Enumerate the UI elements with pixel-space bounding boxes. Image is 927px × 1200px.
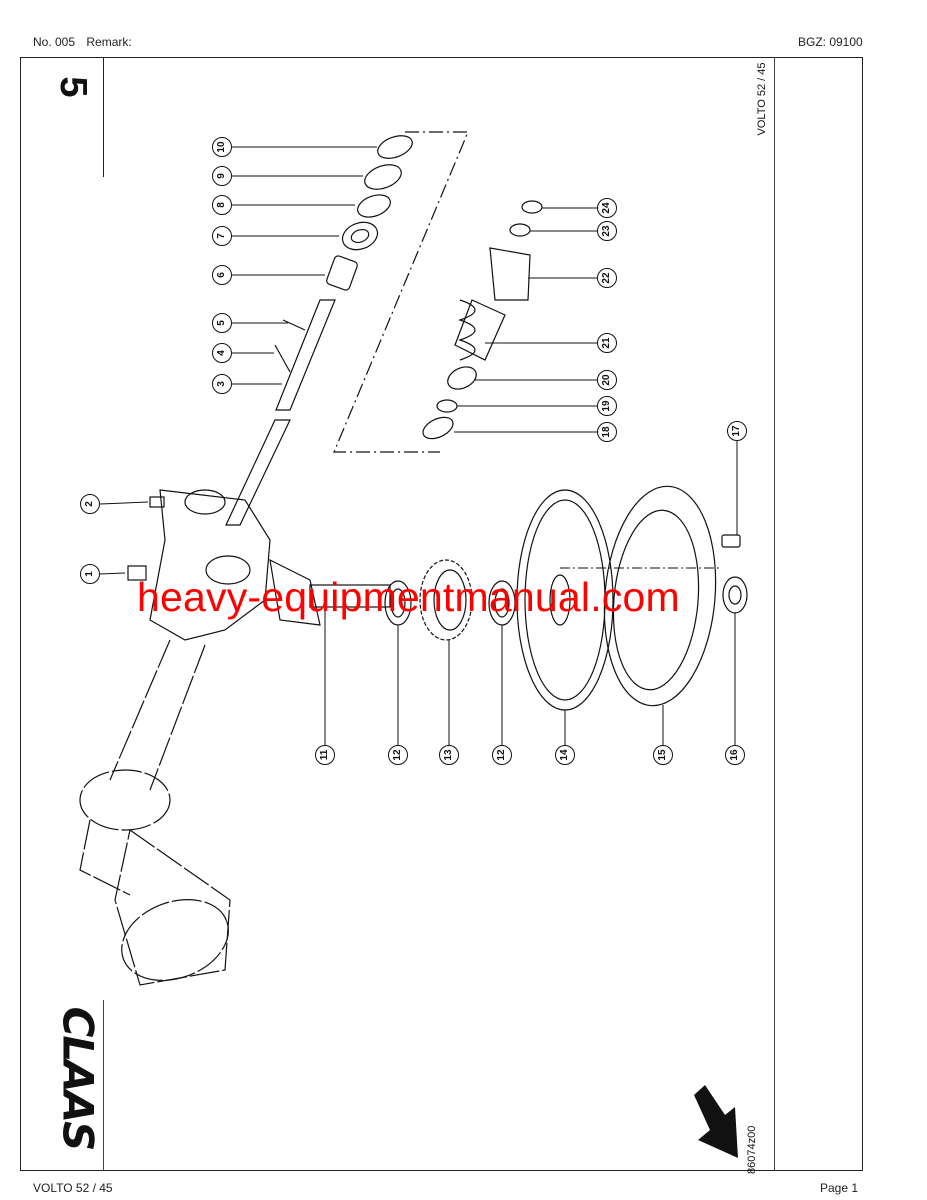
- callout-17: 17: [727, 421, 747, 441]
- gearbox-housing: [149, 489, 321, 641]
- callout-12: 12: [492, 745, 512, 765]
- callout-22: 22: [597, 268, 617, 288]
- callout-2: 2: [80, 494, 100, 514]
- remark-label: Remark:: [86, 35, 132, 49]
- callout-16: 16: [725, 745, 745, 765]
- sheet-number: No. 005: [33, 35, 76, 49]
- output-shaft: [309, 584, 391, 608]
- callout-1: 1: [80, 564, 100, 584]
- callout-15: 15: [653, 745, 673, 765]
- callout-23: 23: [597, 221, 617, 241]
- main-tube: [79, 639, 231, 986]
- callout-12: 12: [388, 745, 408, 765]
- callout-20: 20: [597, 370, 617, 390]
- callout-24: 24: [597, 198, 617, 218]
- callout-8: 8: [212, 195, 232, 215]
- upper-shaft-parts: [225, 135, 413, 526]
- rotor-15: [603, 485, 717, 707]
- drawing-frame: [20, 57, 863, 1171]
- callout-14: 14: [555, 745, 575, 765]
- footer-model: VOLTO 52 / 45: [33, 1181, 113, 1195]
- bevel-gear-13: [419, 559, 473, 641]
- callout-18: 18: [597, 422, 617, 442]
- group-outline-dashed: [333, 131, 469, 453]
- callout-10: 10: [212, 137, 232, 157]
- callout-13: 13: [439, 745, 459, 765]
- watermark: heavy-equipmentmanual.com: [137, 574, 680, 620]
- callout-21: 21: [597, 333, 617, 353]
- seal-16: [722, 576, 748, 614]
- callout-3: 3: [212, 374, 232, 394]
- callout-6: 6: [212, 265, 232, 285]
- title-strip-divider-top: [103, 57, 104, 177]
- callout-5: 5: [212, 313, 232, 333]
- direction-arrow-icon: [694, 1085, 738, 1158]
- fitting-1: [127, 565, 147, 581]
- callout-19: 19: [597, 396, 617, 416]
- page-indicator: Page 1: [820, 1181, 859, 1195]
- right-strip-divider: [774, 57, 775, 1171]
- callout-9: 9: [212, 166, 232, 186]
- callout-4: 4: [212, 343, 232, 363]
- title-strip-divider-bottom: [103, 1000, 104, 1171]
- header-left: No. 005 Remark:: [33, 35, 132, 49]
- spring-stack-parts: [422, 200, 543, 440]
- bgz-code: BGZ: 09100: [798, 35, 863, 49]
- fitting-2: [149, 496, 165, 508]
- bolt-17: [721, 534, 741, 548]
- leader-lines: [99, 146, 738, 745]
- callout-11: 11: [315, 745, 335, 765]
- callout-7: 7: [212, 226, 232, 246]
